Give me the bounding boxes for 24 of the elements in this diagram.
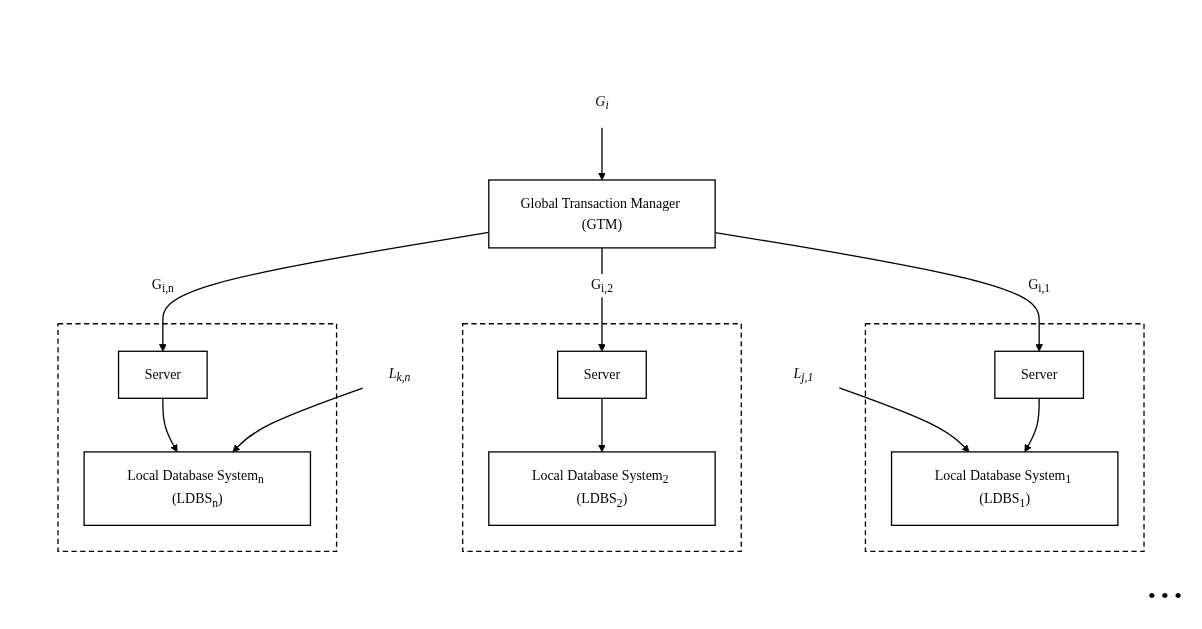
edge-label: G$_{i,n}$ (151, 276, 174, 295)
arrow (1024, 397, 1040, 453)
arrow (162, 397, 178, 453)
arrow (598, 397, 606, 453)
node-box: Local Database System$_{2}$ (LDBS$_{2}$) (488, 451, 716, 526)
edge-label: G$_{i,1}$ (1028, 276, 1051, 295)
arrow (598, 247, 606, 352)
node-text: L$_{k,n}$ (388, 365, 411, 384)
node-text: G$_{i}$ (595, 93, 609, 112)
node-box: Local Database System$_{n}$ (LDBS$_{n}$) (83, 451, 312, 526)
node-box: Server (994, 350, 1085, 399)
node-box: Server (117, 350, 208, 399)
arrow (598, 126, 606, 181)
ellipsis-mark: • • • (1147, 583, 1182, 608)
cluster (864, 322, 1145, 552)
node-box: Server (557, 350, 647, 399)
cluster (462, 322, 742, 552)
arrow (232, 387, 364, 453)
cluster (57, 322, 338, 552)
node-box: Local Database System$_{1}$ (LDBS$_{1}$) (890, 451, 1119, 526)
node-box: Global Transaction Manager (GTM) (488, 179, 716, 249)
arrow (838, 386, 970, 453)
node-text: L$_{j,1}$ (793, 365, 814, 384)
edge-label: G$_{i,2}$ (590, 276, 613, 295)
